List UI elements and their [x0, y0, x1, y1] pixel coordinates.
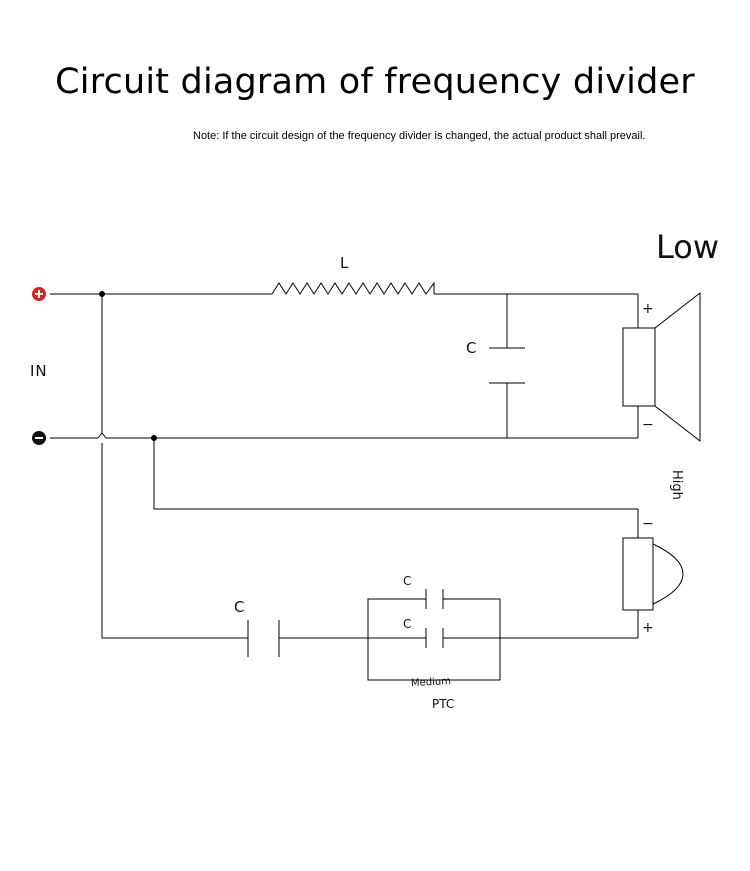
negative-input-terminal — [32, 431, 46, 445]
series-capacitor-label: C — [234, 598, 244, 616]
parallel-capacitor-bottom — [368, 628, 500, 648]
page-title: Circuit diagram of frequency divider — [55, 62, 695, 102]
top-wire — [50, 281, 639, 328]
parallel-capacitor-top — [425, 589, 444, 609]
series-capacitor — [247, 620, 368, 657]
medium-label: Medium — [411, 676, 452, 689]
ptc-label: PTC — [432, 697, 454, 711]
woofer-speaker-icon — [622, 291, 701, 443]
parallel-capacitor-top-label: C — [403, 574, 411, 588]
low-capacitor — [489, 294, 525, 438]
tweeter-speaker-icon — [622, 537, 684, 611]
parallel-capacitor-bottom-label: C — [403, 617, 411, 631]
high-heading: High — [669, 470, 684, 500]
low-capacitor-label: C — [466, 339, 476, 357]
input-label: IN — [30, 362, 48, 380]
left-vertical-wire — [101, 294, 248, 639]
negative-wire — [50, 406, 639, 439]
woofer-minus-label: − — [642, 417, 654, 433]
tweeter-minus-label: − — [642, 516, 654, 532]
disclaimer-note: Note: If the circuit design of the frequ… — [193, 130, 646, 142]
woofer-plus-label: + — [642, 301, 654, 317]
inductor-label: L — [340, 254, 349, 272]
tweeter-plus-label: + — [642, 620, 654, 636]
high-negative-wire — [153, 438, 639, 538]
positive-input-terminal — [32, 287, 46, 301]
low-heading: Low — [656, 228, 719, 266]
ptc-network — [367, 598, 639, 681]
inductor-coil — [271, 281, 435, 295]
